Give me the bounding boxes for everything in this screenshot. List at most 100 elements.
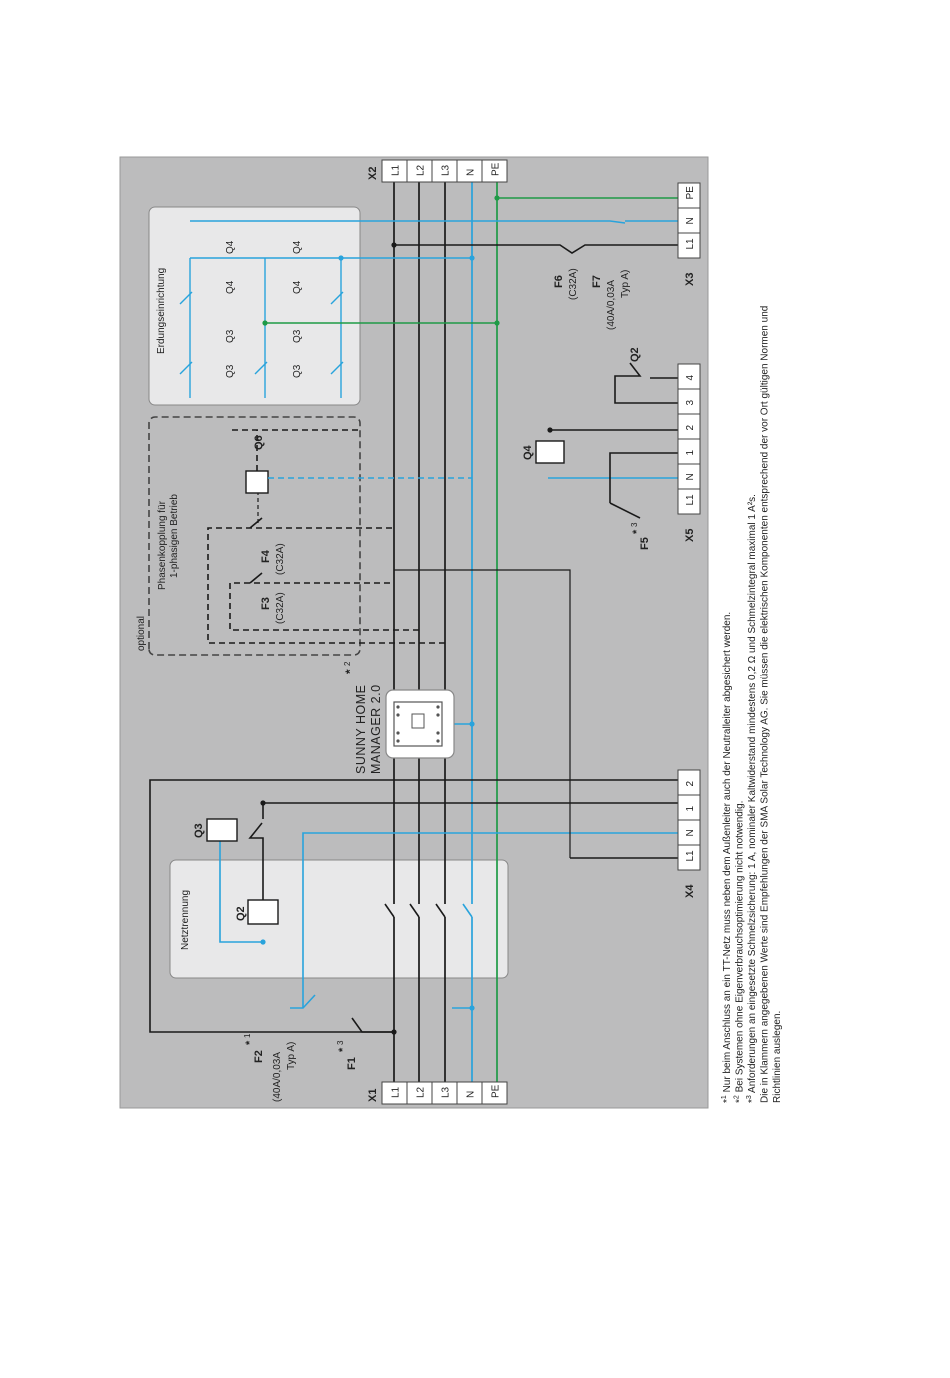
svg-text:3: 3 xyxy=(630,522,639,527)
svg-text:N: N xyxy=(685,217,696,224)
erd-contact xyxy=(179,361,193,375)
svg-text:*: * xyxy=(244,1040,256,1045)
x4-n-wire xyxy=(302,832,690,1008)
x2-terminal-l2: L2 xyxy=(406,159,433,183)
x1-terminal-n: N xyxy=(456,1081,483,1105)
sunny-star-num: 2 xyxy=(343,661,352,666)
x5-terminal-n: N xyxy=(677,463,701,490)
junction-dot xyxy=(469,1005,475,1011)
junction-dot xyxy=(391,1029,397,1035)
optional-label: optional xyxy=(136,616,147,651)
junction-dot xyxy=(391,242,397,248)
footnote-3: *3 Anforderungen an eingesetzte Schmelzs… xyxy=(746,494,758,1103)
x4-terminal-2: 2 xyxy=(677,769,701,796)
x3-terminal-l1: L1 xyxy=(677,232,701,259)
svg-text:L1: L1 xyxy=(685,238,696,250)
x4-pin2-wire xyxy=(149,779,690,1033)
svg-text:Q3: Q3 xyxy=(225,364,236,378)
sunny-title-line1: SUNNY HOME xyxy=(354,684,368,774)
svg-text:L2: L2 xyxy=(416,1086,427,1098)
svg-text:1: 1 xyxy=(685,450,696,456)
svg-text:L1: L1 xyxy=(685,850,696,862)
x4-terminal-n: N xyxy=(677,819,701,846)
q3-contact xyxy=(248,822,264,900)
erdungseinrichtung-box xyxy=(148,206,361,406)
svg-text:PE: PE xyxy=(491,162,502,176)
netz-contact-blade xyxy=(384,903,395,918)
q2-label-x5: Q2 xyxy=(629,347,641,362)
footnote-4: Die in Klammern angegebenen Werte sind E… xyxy=(760,306,771,1103)
svg-text:Q3: Q3 xyxy=(225,329,236,343)
phasenkopplung-box xyxy=(148,416,361,656)
f5-label: F5 * 3 xyxy=(630,522,651,550)
f4-label: F4 (C32A) xyxy=(260,543,286,575)
f3-switch xyxy=(249,572,263,584)
erd-contact xyxy=(330,291,344,305)
x1-terminal-pe: PE xyxy=(481,1081,508,1105)
svg-text:(40A/0,03A: (40A/0,03A xyxy=(606,280,617,330)
svg-text:F2: F2 xyxy=(253,1050,265,1063)
junction-dot xyxy=(338,255,344,261)
x1-terminal-l1: L1 xyxy=(381,1081,408,1105)
f7-label: F7 (40A/0,03A Typ A) xyxy=(591,270,631,330)
wires xyxy=(149,168,690,1083)
erd-contact xyxy=(254,361,268,375)
svg-text:Typ A): Typ A) xyxy=(286,1042,297,1070)
q2-label-netz: Q2 xyxy=(235,906,247,921)
svg-text:(C32A): (C32A) xyxy=(568,268,579,300)
svg-text:(40A/0,03A: (40A/0,03A xyxy=(272,1052,283,1102)
svg-text:L3: L3 xyxy=(441,164,452,176)
svg-text:F3: F3 xyxy=(260,597,272,610)
erd-contact xyxy=(179,291,193,305)
junction-dot xyxy=(260,939,266,945)
footnote-1: *1 Nur beim Anschluss an ein TT-Netz mus… xyxy=(721,612,733,1103)
x1-label: X1 xyxy=(367,1089,379,1102)
sunny-title-line2: MANAGER 2.0 xyxy=(369,684,383,774)
x3-l1-wire xyxy=(394,244,690,254)
junction-dot xyxy=(262,320,268,326)
phasen-l2 xyxy=(229,582,419,631)
svg-text:Q3: Q3 xyxy=(292,329,303,343)
x5-pin1-wire xyxy=(609,452,690,503)
svg-text:2: 2 xyxy=(685,781,696,787)
svg-text:Q4: Q4 xyxy=(292,240,303,254)
footnotes: *1 Nur beim Anschluss an ein TT-Netz mus… xyxy=(721,306,783,1103)
netz-contact-blade xyxy=(409,903,420,918)
junction-dot xyxy=(469,255,475,261)
junction-dot xyxy=(494,320,500,326)
phasen-l3 xyxy=(207,527,445,644)
q2-coil xyxy=(247,899,279,925)
junction-dot xyxy=(260,800,266,806)
svg-text:PE: PE xyxy=(491,1084,502,1098)
svg-text:L1: L1 xyxy=(685,494,696,506)
f6-label: F6 (C32A) xyxy=(553,268,579,300)
svg-text:N: N xyxy=(466,1091,477,1098)
svg-text:F5: F5 xyxy=(639,537,651,550)
x4-label: X4 xyxy=(684,884,696,898)
x5-terminal-3: 3 xyxy=(677,388,701,415)
netztrennung-box xyxy=(169,859,509,979)
junction-dot xyxy=(494,195,500,201)
x1-terminal-l2: L2 xyxy=(406,1081,433,1105)
x5-label: X5 xyxy=(684,529,696,542)
netz-contact-blade xyxy=(435,903,446,918)
q3-label-netz: Q3 xyxy=(193,823,205,838)
q2-aux-contact xyxy=(614,362,690,404)
svg-text:F4: F4 xyxy=(260,549,272,563)
svg-text:Q4: Q4 xyxy=(292,280,303,294)
svg-text:2: 2 xyxy=(685,425,696,431)
svg-text:3: 3 xyxy=(336,1040,345,1045)
q6-l1 xyxy=(230,429,360,471)
x5-terminal-2: 2 xyxy=(677,413,701,440)
q4-coil-x5 xyxy=(535,440,565,464)
svg-text:Q4: Q4 xyxy=(225,240,236,254)
svg-text:3: 3 xyxy=(685,400,696,406)
q2-coil-n xyxy=(219,838,263,943)
q4-label-x5: Q4 xyxy=(522,444,534,460)
phasenkopplung-label-1: Phasenkopplung für xyxy=(157,500,168,590)
svg-text:N: N xyxy=(685,473,696,480)
x5-terminal-4: 4 xyxy=(677,363,701,390)
footnote-2: *2 Bei Systemen ohne Eigenverbrauchsopti… xyxy=(734,801,746,1103)
erd-n-x3 xyxy=(190,220,626,224)
